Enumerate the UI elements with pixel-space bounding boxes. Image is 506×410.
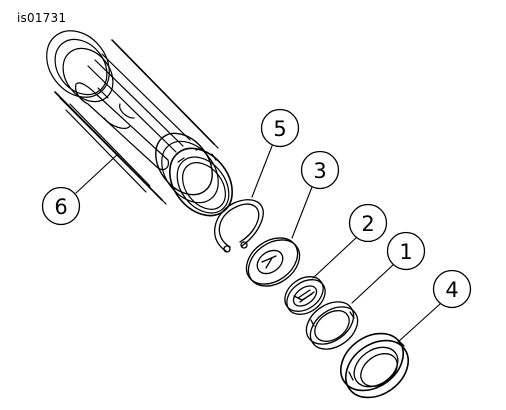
callout-circle-3 — [300, 150, 340, 190]
leader-line-3 — [291, 186, 313, 239]
callout-number-4: 4 — [445, 278, 458, 302]
callout-number-1: 1 — [399, 240, 412, 264]
leader-line-5 — [251, 145, 273, 198]
washer-part-3 — [245, 237, 301, 287]
housing-part-6 — [46, 30, 233, 217]
seal-part-2 — [284, 276, 326, 315]
callout-circle-1 — [386, 231, 426, 271]
callout-circle-5 — [260, 108, 300, 148]
callout-number-6: 6 — [54, 195, 67, 219]
leader-line-2 — [312, 236, 358, 279]
retaining-clip-part-5 — [214, 199, 264, 253]
leader-line-6 — [75, 153, 119, 194]
callout-circle-2 — [348, 203, 388, 243]
leader-line-4 — [397, 303, 441, 343]
callout-circle-6 — [41, 186, 81, 226]
ring-part-1 — [305, 301, 359, 350]
callout-circle-4 — [432, 269, 472, 309]
leader-line-1 — [351, 263, 395, 304]
callout-number-2: 2 — [361, 212, 374, 236]
leader-lines — [75, 145, 441, 343]
callout-number-5: 5 — [273, 117, 286, 141]
callout-number-3: 3 — [313, 159, 326, 183]
figure-id-label: is01731 — [17, 11, 67, 25]
